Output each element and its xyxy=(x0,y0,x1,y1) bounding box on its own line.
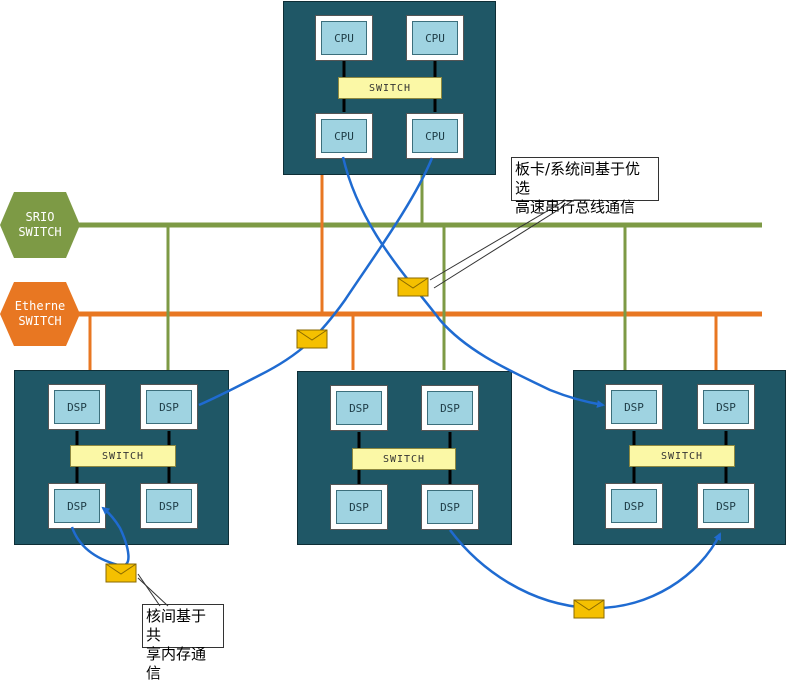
inter-core-callout-line1: 核间基于共 xyxy=(146,607,207,644)
dsp-chip-label: DSP xyxy=(146,390,192,424)
dsp-chip-label: DSP xyxy=(427,391,473,425)
ethernet-switch-line1: Etherne xyxy=(14,299,66,313)
dsp-chip-label: DSP xyxy=(703,489,749,523)
cpu-chip: CPU xyxy=(315,113,373,159)
dsp-chip: DSP xyxy=(140,384,198,430)
srio-hexagon-icon xyxy=(0,192,80,258)
dsp-chip-label: DSP xyxy=(54,390,100,424)
inter-board-callout-line1: 板卡/系统间基于优选 xyxy=(515,160,641,197)
ethernet-switch-line2: SWITCH xyxy=(18,314,62,328)
dsp-chip-label: DSP xyxy=(336,391,382,425)
dsp-chip: DSP xyxy=(421,484,479,530)
cpu-board: CPU CPU SWITCH CPU CPU xyxy=(283,1,496,175)
cpu-chip: CPU xyxy=(315,15,373,61)
inter-board-callout: 板卡/系统间基于优选 高速串行总线通信 xyxy=(511,157,659,216)
dsp-chip: DSP xyxy=(48,384,106,430)
cpu-chip: CPU xyxy=(406,15,464,61)
diagram-wiring xyxy=(0,175,762,370)
dsp-chip-label: DSP xyxy=(146,489,192,523)
dsp-board-left-switch: SWITCH xyxy=(70,445,176,467)
dsp-chip-label: DSP xyxy=(427,490,473,524)
dsp-chip: DSP xyxy=(48,483,106,529)
cpu-chip-label: CPU xyxy=(321,119,367,153)
dsp-chip-label: DSP xyxy=(611,489,657,523)
dsp-chip: DSP xyxy=(330,385,388,431)
dsp-board-right-switch: SWITCH xyxy=(629,445,735,467)
inter-core-callout: 核间基于共 享内存通信 xyxy=(142,604,224,682)
dsp-chip: DSP xyxy=(330,484,388,530)
dsp-chip: DSP xyxy=(421,385,479,431)
dsp-chip-label: DSP xyxy=(54,489,100,523)
dsp-chip: DSP xyxy=(140,483,198,529)
ethernet-hexagon-icon xyxy=(0,282,80,346)
inter-board-callout-line2: 高速串行总线通信 xyxy=(515,198,636,216)
srio-switch-label: SRIO SWITCH xyxy=(0,192,80,258)
dsp-board-middle-switch: SWITCH xyxy=(352,448,456,470)
dsp-chip-label: DSP xyxy=(611,390,657,424)
dsp-chip: DSP xyxy=(605,483,663,529)
cpu-chip-label: CPU xyxy=(321,21,367,55)
dsp-board-left: DSP DSP SWITCH DSP DSP xyxy=(14,370,229,545)
cpu-board-switch: SWITCH xyxy=(338,77,442,99)
inter-core-callout-line2: 享内存通信 xyxy=(146,645,207,682)
dsp-chip: DSP xyxy=(605,384,663,430)
ethernet-switch-label: Etherne SWITCH xyxy=(0,282,80,346)
dsp-board-middle: DSP DSP SWITCH DSP DSP xyxy=(297,371,512,545)
dsp-chip: DSP xyxy=(697,483,755,529)
cpu-chip: CPU xyxy=(406,113,464,159)
srio-switch-line1: SRIO xyxy=(25,210,55,224)
cpu-chip-label: CPU xyxy=(412,21,458,55)
srio-switch-line2: SWITCH xyxy=(18,225,62,239)
dsp-chip-label: DSP xyxy=(703,390,749,424)
dsp-board-right: DSP DSP SWITCH DSP DSP xyxy=(573,370,786,545)
cpu-chip-label: CPU xyxy=(412,119,458,153)
dsp-chip: DSP xyxy=(697,384,755,430)
dsp-chip-label: DSP xyxy=(336,490,382,524)
